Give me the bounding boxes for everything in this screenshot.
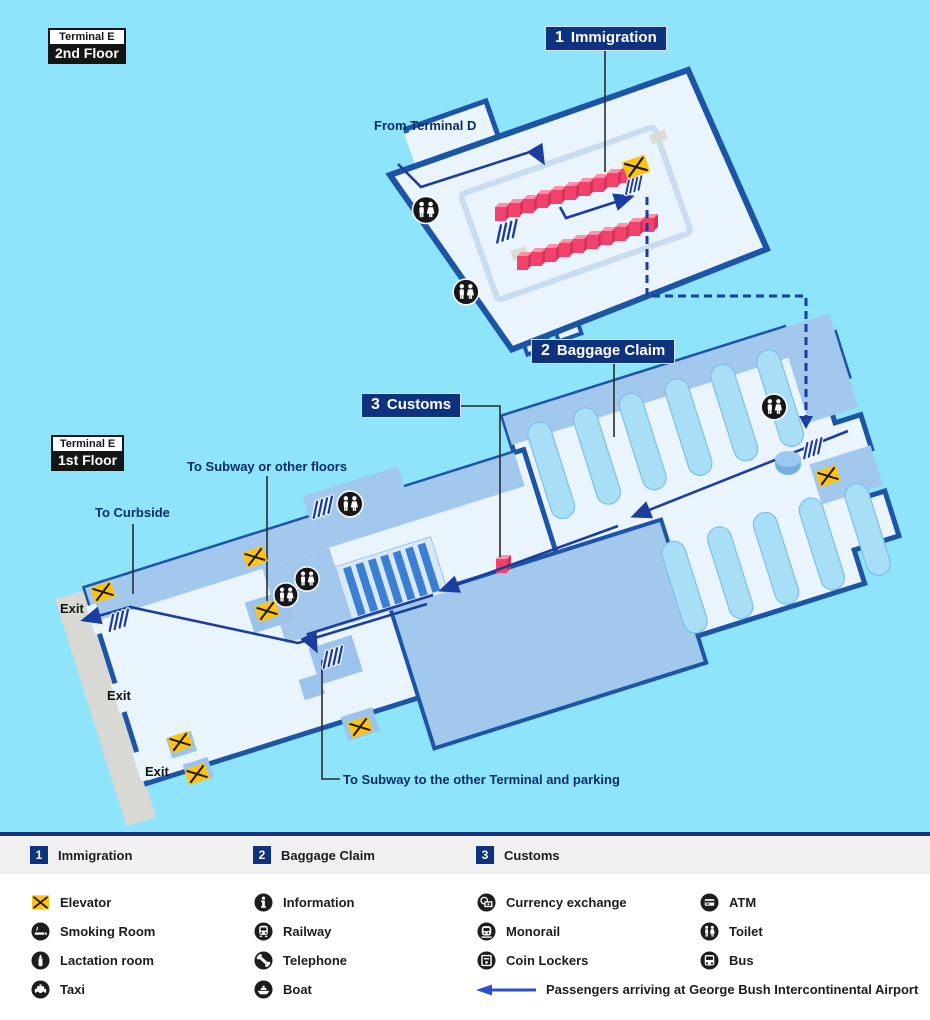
map-icons: [89, 153, 842, 787]
toilet-icon: [411, 195, 441, 225]
terminal-map-svg: [55, 50, 903, 827]
exit-label-1: Exit: [60, 601, 84, 616]
to-subway-floors-text: To Subway or other floors: [187, 459, 348, 474]
toilet-icon: [760, 393, 788, 421]
floor2-badge: Terminal E 2nd Floor: [48, 28, 126, 64]
toilet-icon: [294, 566, 320, 592]
immigration-map-label: 1 Immigration: [545, 26, 667, 51]
from-terminal-d-text: From Terminal D: [374, 118, 477, 133]
to-curbside-text: To Curbside: [95, 505, 170, 520]
legend-item: Monorail: [476, 917, 918, 946]
telephone-icon: [253, 951, 273, 971]
taxi-icon: [30, 980, 50, 1000]
floor1-floor-label: 1st Floor: [53, 451, 123, 469]
to-subway-terminal-text: To Subway to the other Terminal and park…: [343, 772, 620, 787]
column-top: [775, 451, 801, 467]
floor1-terminal-label: Terminal E: [53, 437, 123, 451]
legend-section-immigration: 1 Immigration: [30, 846, 132, 864]
legend-icon-grid: Elevator Smoking Room Lactation room Tax…: [0, 874, 930, 1020]
baggage-claim-map-label: 2 Baggage Claim: [531, 339, 676, 364]
legend-column-4: ATM Toilet Bus: [699, 888, 763, 975]
exit-label-2: Exit: [107, 688, 131, 703]
legend-item: Information: [253, 888, 355, 917]
coin-lockers-icon: [476, 951, 496, 971]
bus-icon: [699, 951, 719, 971]
escalator-bank: [334, 536, 449, 623]
map-area: Terminal E 2nd Floor Terminal E 1st Floo…: [0, 0, 930, 832]
toilet-icon: [452, 278, 480, 306]
legend-section-customs: 3 Customs: [476, 846, 560, 864]
atm-icon: [699, 893, 719, 913]
immigration-hall-outline: [458, 124, 694, 303]
legend-column-2: Information Railway Telephone Boat: [253, 888, 355, 1004]
legend-item: Toilet: [699, 917, 763, 946]
currency-exchange-icon: [476, 893, 496, 913]
legend-item: Boat: [253, 975, 355, 1004]
legend-item: Bus: [699, 946, 763, 975]
exit-label-3: Exit: [145, 764, 169, 779]
floor2-terminal-label: Terminal E: [50, 30, 124, 44]
toilet-icon: [699, 922, 719, 942]
lactation-room-icon: [30, 951, 50, 971]
legend-section-baggage: 2 Baggage Claim: [253, 846, 375, 864]
customs-map-label: 3 Customs: [361, 393, 462, 418]
legend-column-1: Elevator Smoking Room Lactation room Tax…: [30, 888, 155, 1004]
legend-column-3: Currency exchange Monorail Coin Lockers …: [476, 888, 918, 1004]
arrival-direction-arrow-icon: [476, 980, 538, 1000]
dashed-route-to-first-floor: [645, 197, 808, 416]
toilet-icon: [273, 582, 299, 608]
smoking-room-icon: [30, 922, 50, 942]
label-connectors: [132, 50, 615, 780]
legend-item: Currency exchange: [476, 888, 918, 917]
legend-item: Coin Lockers: [476, 946, 918, 975]
railway-icon: [253, 922, 273, 942]
floor1-badge: Terminal E 1st Floor: [51, 435, 125, 471]
legend-item: ATM: [699, 888, 763, 917]
information-icon: [253, 893, 273, 913]
boat-icon: [253, 980, 273, 1000]
route-arrows-2f: [397, 142, 635, 220]
arrival-note-text: Passengers arriving at George Bush Inter…: [546, 982, 919, 997]
legend-item: Telephone: [253, 946, 355, 975]
elevator-icon: [30, 893, 50, 913]
legend-item: Elevator: [30, 888, 155, 917]
dashed-route-arrowhead: [799, 416, 813, 429]
curbside-sidewalk: [55, 590, 157, 827]
toilet-icon: [336, 490, 364, 518]
second-floor-shape: [385, 66, 771, 358]
legend-item: Railway: [253, 917, 355, 946]
legend-numbered-row: 1 Immigration 2 Baggage Claim 3 Customs: [0, 832, 930, 874]
legend-item: Taxi: [30, 975, 155, 1004]
legend-item: Lactation room: [30, 946, 155, 975]
legend-item: Smoking Room: [30, 917, 155, 946]
monorail-icon: [476, 922, 496, 942]
arrival-note-row: Passengers arriving at George Bush Inter…: [476, 975, 918, 1004]
floor2-floor-label: 2nd Floor: [50, 44, 124, 62]
